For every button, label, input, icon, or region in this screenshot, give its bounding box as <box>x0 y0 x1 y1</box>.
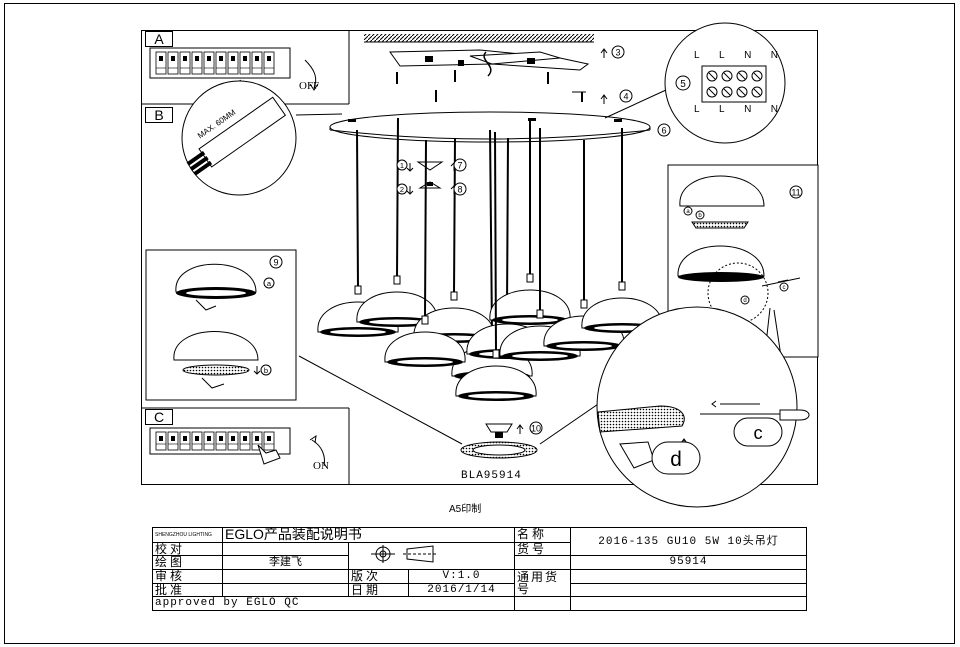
callout-large-c: c <box>733 417 783 447</box>
breaker-panel-c <box>149 427 325 467</box>
screw-detail <box>596 306 810 508</box>
svg-text:4: 4 <box>623 91 628 101</box>
review-label: 审核 <box>152 569 223 584</box>
svg-text:9: 9 <box>273 257 278 267</box>
shade-detail-left <box>145 249 297 401</box>
callout-s1: 1 <box>396 159 408 171</box>
callout-s9: 9 <box>269 255 283 269</box>
svg-text:8: 8 <box>457 184 462 194</box>
product-code: 95914 <box>570 555 808 571</box>
approve-label: 批准 <box>152 582 223 598</box>
terminal-block-detail <box>604 22 786 144</box>
callout-s7: 7 <box>453 158 467 172</box>
callout-s6: 6 <box>657 123 671 137</box>
callout-a: a <box>263 277 275 289</box>
svg-text:3: 3 <box>615 47 620 57</box>
step-label-a: A <box>145 31 173 47</box>
mounting-bracket <box>389 48 608 104</box>
callout-large-s5: 5 <box>675 75 691 91</box>
title-block: SHENGZHOU LIGHTING EGLO产品装配说明书 名称 2016-1… <box>151 526 808 611</box>
svg-text:11: 11 <box>791 187 800 197</box>
callout-d: d <box>740 295 750 305</box>
svg-text:7: 7 <box>457 160 462 170</box>
svg-text:c: c <box>753 423 762 443</box>
svg-text:5: 5 <box>680 79 686 90</box>
step-label-c: C <box>145 409 173 425</box>
projection-symbol <box>347 541 516 571</box>
name-label: 名称 <box>514 527 572 543</box>
product-name: 2016-135 GU10 5W 10头吊灯 <box>570 526 808 557</box>
callout-s2: 2 <box>396 183 408 195</box>
svg-text:a: a <box>267 279 272 288</box>
pendant-lamp <box>455 131 537 401</box>
terminal-bottom-label: N <box>744 104 752 115</box>
callout-c: c <box>779 282 789 292</box>
version-label: 版次 <box>348 569 409 584</box>
version-value: V:1.0 <box>407 569 516 584</box>
draw-label: 绘图 <box>152 555 223 571</box>
callout-s4: 4 <box>619 89 633 103</box>
on-label: ON <box>313 460 329 472</box>
callout-s11: 11 <box>789 185 803 199</box>
off-label: OFF <box>299 80 320 92</box>
print-note: A5印制 <box>449 504 482 515</box>
terminal-top-label: N <box>744 50 752 61</box>
svg-text:a: a <box>686 209 690 215</box>
bulb-install-detail <box>460 423 538 459</box>
projection-icon <box>371 545 437 564</box>
pendant-lamp <box>581 128 663 333</box>
svg-text:2: 2 <box>400 185 404 194</box>
ceiling <box>364 34 594 43</box>
pendant-lamp <box>489 118 571 325</box>
step-label-b: B <box>145 107 173 123</box>
wire-strip-detail <box>181 80 343 196</box>
svg-text:b: b <box>264 366 268 375</box>
check-label: 校对 <box>152 541 223 557</box>
callout-s8: 8 <box>453 182 467 196</box>
doc-title: EGLO产品装配说明书 <box>221 527 516 543</box>
general-code-value <box>570 569 808 584</box>
model-number: BLA95914 <box>461 470 522 482</box>
canopy <box>329 111 666 143</box>
terminal-bottom-label: N <box>770 104 778 115</box>
svg-text:b: b <box>698 213 702 219</box>
callout-a: a <box>683 206 693 216</box>
svg-text:d: d <box>743 298 746 304</box>
drafter-name: 李建飞 <box>222 555 349 571</box>
terminal-bottom-label: L <box>719 104 725 115</box>
date-value: 2016/1/14 <box>407 582 516 598</box>
terminal-top-label: L <box>694 50 700 61</box>
svg-text:c: c <box>783 285 786 291</box>
pendant-lamp <box>356 117 438 327</box>
svg-text:6: 6 <box>661 125 666 135</box>
svg-text:1: 1 <box>400 161 404 170</box>
terminal-top-label: N <box>770 50 778 61</box>
date-label: 日期 <box>348 582 409 598</box>
svg-text:10: 10 <box>531 423 541 433</box>
pendant-lamp <box>384 139 466 367</box>
callout-s10: 10 <box>529 421 543 435</box>
callout-s3: 3 <box>611 45 625 59</box>
shade-parts-steps <box>406 161 458 195</box>
callout-markers: 3 4 6 7 8 1 2 9 a b 10 11 a b c d c d 5 <box>260 45 803 475</box>
logo-cell: SHENGZHOU LIGHTING <box>152 527 223 543</box>
svg-text:d: d <box>670 448 682 471</box>
code-label: 货号 <box>514 541 572 557</box>
pendant-lamps <box>317 117 663 401</box>
callout-b: b <box>695 210 705 220</box>
terminal-top-label: L <box>719 50 725 61</box>
logo-text: SHENGZHOU LIGHTING <box>155 532 212 539</box>
general-code-label: 通用货号 <box>514 569 572 598</box>
terminal-bottom-label: L <box>694 104 700 115</box>
approved-by: approved by EGLO QC <box>151 596 516 611</box>
callout-b: b <box>260 364 272 376</box>
drawing-sheet <box>4 3 955 644</box>
callout-large-d: d <box>651 441 701 475</box>
